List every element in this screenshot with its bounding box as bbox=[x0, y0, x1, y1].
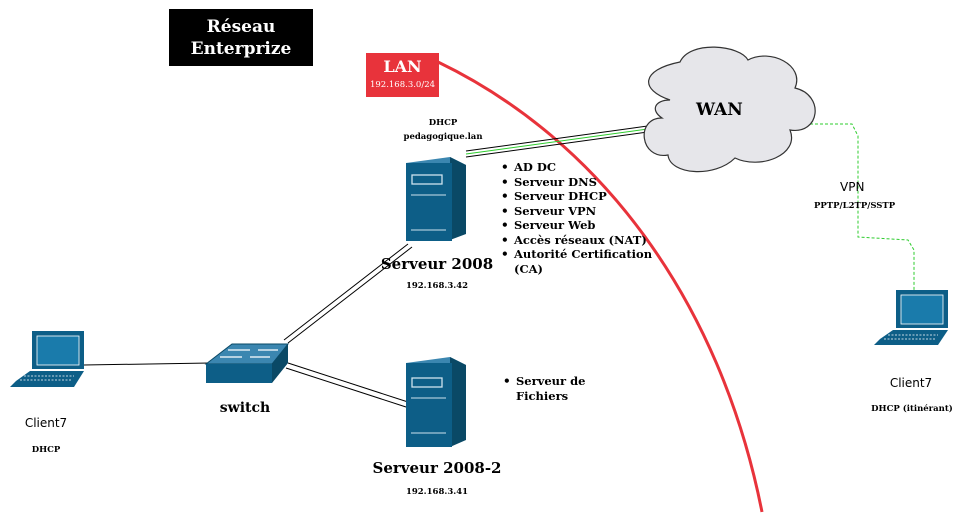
link-server-wan bbox=[465, 123, 663, 158]
vpn-label: VPN bbox=[840, 180, 865, 194]
dhcp-domain-line1: DHCP bbox=[428, 118, 458, 128]
link-switch-server2 bbox=[285, 362, 409, 408]
laptop-left-icon bbox=[10, 331, 84, 387]
role-item: Serveur Web bbox=[501, 218, 660, 233]
wan-cloud bbox=[643, 46, 816, 173]
role-item: Serveur DNS bbox=[501, 175, 660, 190]
vpn-protocols: PPTP/L2TP/SSTP bbox=[814, 201, 896, 211]
dhcp-domain-line2: pedagogique.lan bbox=[403, 132, 483, 142]
vpn-link bbox=[790, 123, 915, 290]
client-right-name: Client7 bbox=[889, 376, 933, 390]
link-client-switch bbox=[83, 362, 211, 366]
server1-roles: AD DC Serveur DNS Serveur DHCP Serveur V… bbox=[500, 160, 660, 276]
lan-subnet: 192.168.3.0/24 bbox=[369, 80, 436, 90]
role-item: Serveur DHCP bbox=[501, 189, 660, 204]
link-switch-server1 bbox=[283, 243, 413, 344]
laptop-right-icon bbox=[874, 290, 948, 345]
role-item: Accès réseaux (NAT) bbox=[501, 233, 660, 248]
server1-name: Serveur 2008 bbox=[380, 255, 494, 273]
role-item: Serveur de Fichiers bbox=[503, 374, 622, 403]
wan-label: WAN bbox=[696, 100, 743, 120]
switch-label: switch bbox=[219, 400, 271, 416]
client-left-mode: DHCP bbox=[31, 445, 61, 455]
title-line1: Réseau bbox=[206, 16, 276, 37]
server1-ip: 192.168.3.42 bbox=[405, 281, 469, 291]
dhcp-domain: DHCP pedagogique.lan bbox=[400, 116, 486, 144]
title-line2: Enterprize bbox=[190, 38, 292, 59]
role-item: AD DC bbox=[501, 160, 660, 175]
diagram-title: Réseau Enterprize bbox=[169, 9, 313, 66]
client-right-mode: DHCP (itinérant) bbox=[871, 404, 953, 414]
lan-label: LAN bbox=[383, 57, 422, 76]
client-left-name: Client7 bbox=[24, 416, 68, 430]
server2-roles: Serveur de Fichiers bbox=[502, 374, 622, 403]
role-item: Autorité Certification (CA) bbox=[501, 247, 660, 276]
server-2008-2-icon bbox=[406, 357, 466, 447]
lan-label-box: LAN 192.168.3.0/24 bbox=[366, 53, 439, 97]
role-item: Serveur VPN bbox=[501, 204, 660, 219]
server2-name: Serveur 2008-2 bbox=[372, 459, 502, 477]
server2-ip: 192.168.3.41 bbox=[405, 487, 469, 497]
switch-icon bbox=[204, 343, 290, 383]
server-2008-icon bbox=[406, 157, 466, 241]
